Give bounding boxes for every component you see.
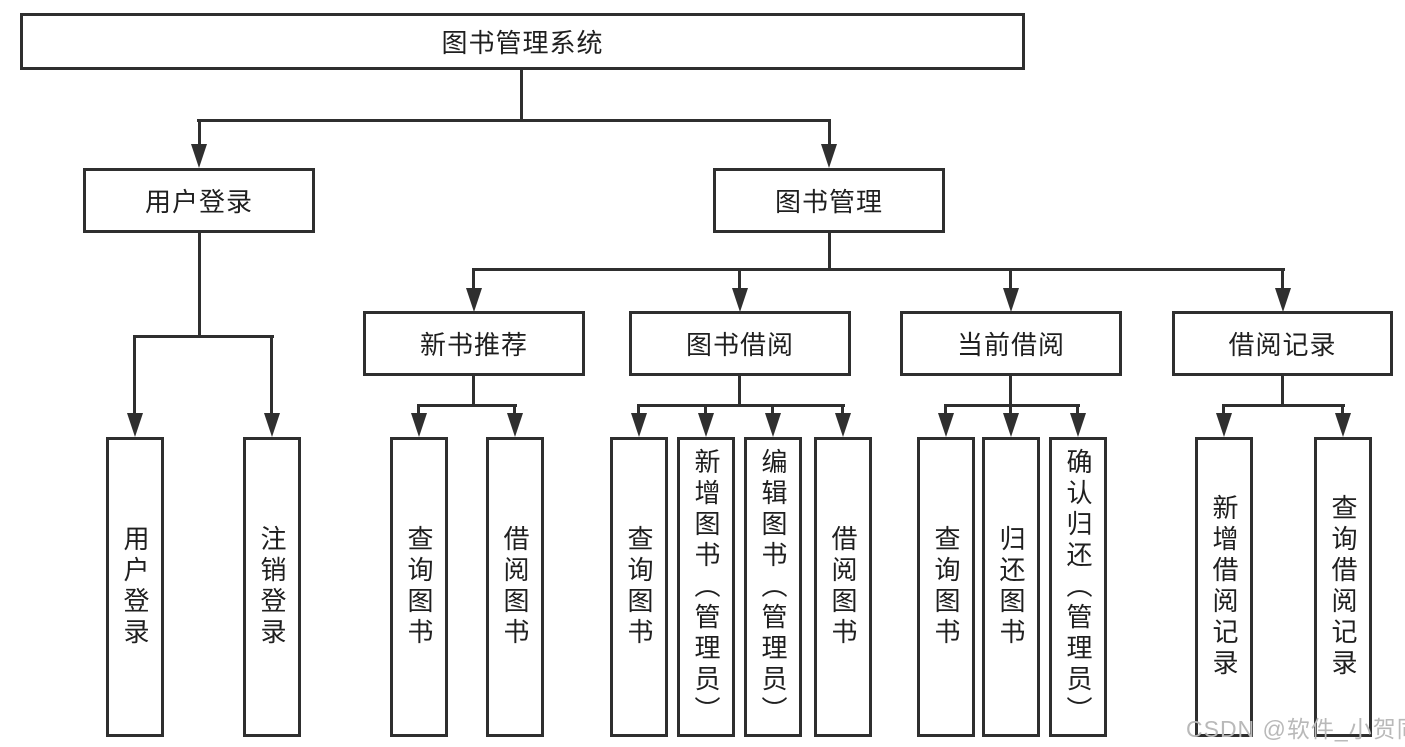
leaf-current-confirm-return-admin: 确认归还（管理员） (1049, 437, 1107, 737)
leaf-current-return-book: 归还图书 (982, 437, 1040, 737)
leaf-borrow-borrow-book: 借阅图书 (814, 437, 872, 737)
arrowhead-icon (1275, 288, 1291, 312)
connector-line (771, 404, 774, 417)
connector-line (133, 335, 274, 338)
connector-line (944, 404, 1080, 407)
connector-line (417, 404, 517, 407)
arrowhead-icon (732, 288, 748, 312)
arrowhead-icon (1070, 413, 1086, 437)
connector-line (841, 404, 844, 417)
leaf-borrow-add-book-admin: 新增图书（管理员） (677, 437, 735, 737)
arrowhead-icon (1003, 413, 1019, 437)
arrowhead-icon (1216, 413, 1232, 437)
leaf-current-query-book: 查询图书 (917, 437, 975, 737)
leaf-recommend-borrow-book: 借阅图书 (486, 437, 544, 737)
connector-line (1222, 404, 1225, 417)
connector-line (133, 335, 136, 417)
csdn-watermark: CSDN @软件_小贺同学 (1186, 716, 1405, 742)
leaf-records-query-record: 查询借阅记录 (1314, 437, 1372, 737)
connector-line (198, 233, 201, 336)
arrowhead-icon (507, 413, 523, 437)
arrowhead-icon (127, 413, 143, 437)
leaf-recommend-query-book: 查询图书 (390, 437, 448, 737)
connector-line (1281, 376, 1284, 407)
connector-line (472, 268, 475, 292)
arrowhead-icon (765, 413, 781, 437)
connector-line (1281, 268, 1284, 292)
arrowhead-icon (191, 144, 207, 168)
leaf-borrow-edit-book-admin: 编辑图书（管理员） (744, 437, 802, 737)
connector-line (520, 70, 523, 119)
node-book-management: 图书管理 (713, 168, 945, 233)
connector-line (1076, 404, 1079, 417)
node-user-login: 用户登录 (83, 168, 315, 233)
node-book-borrow: 图书借阅 (629, 311, 851, 376)
connector-line (944, 404, 947, 417)
arrowhead-icon (835, 413, 851, 437)
arrowhead-icon (631, 413, 647, 437)
connector-line (738, 268, 741, 292)
connector-line (472, 376, 475, 407)
connector-line (417, 404, 420, 417)
connector-line (637, 404, 640, 417)
node-current-borrow: 当前借阅 (900, 311, 1122, 376)
leaf-logout: 注销登录 (243, 437, 301, 737)
connector-line (704, 404, 707, 417)
leaf-borrow-query-book: 查询图书 (610, 437, 668, 737)
arrowhead-icon (821, 144, 837, 168)
arrowhead-icon (1335, 413, 1351, 437)
connector-line (1009, 404, 1012, 417)
leaf-records-add-record: 新增借阅记录 (1195, 437, 1253, 737)
connector-line (828, 233, 831, 271)
arrowhead-icon (938, 413, 954, 437)
node-new-book-recommend: 新书推荐 (363, 311, 585, 376)
connector-line (1222, 404, 1345, 407)
connector-line (270, 335, 273, 417)
connector-line (472, 268, 1285, 271)
connector-line (197, 119, 831, 122)
arrowhead-icon (411, 413, 427, 437)
connector-line (637, 404, 845, 407)
connector-line (1009, 376, 1012, 407)
arrowhead-icon (466, 288, 482, 312)
node-borrow-records: 借阅记录 (1172, 311, 1393, 376)
connector-line (828, 119, 831, 149)
node-root-library-management-system: 图书管理系统 (20, 13, 1025, 70)
arrowhead-icon (264, 413, 280, 437)
connector-line (198, 119, 201, 149)
leaf-user-login: 用户登录 (106, 437, 164, 737)
arrowhead-icon (698, 413, 714, 437)
arrowhead-icon (1003, 288, 1019, 312)
connector-line (1341, 404, 1344, 417)
connector-line (513, 404, 516, 417)
connector-line (1009, 268, 1012, 292)
connector-line (738, 376, 741, 407)
